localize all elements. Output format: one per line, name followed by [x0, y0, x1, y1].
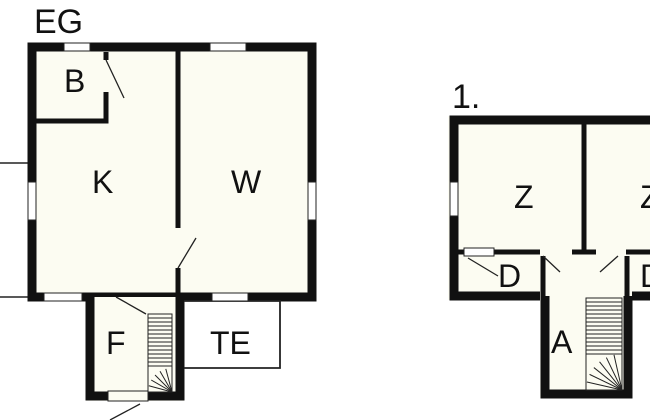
ground-doors — [105, 59, 197, 420]
ground-floor: EG B K W F TE — [0, 3, 317, 420]
stair-winder-first-4 — [599, 361, 623, 391]
first-doors — [467, 255, 619, 277]
room-label-z2: Z — [640, 179, 650, 215]
door-k-f-swing — [115, 296, 147, 315]
stairs-ground — [147, 313, 173, 393]
first-main-floor — [448, 116, 650, 300]
window-k-bottom — [43, 292, 83, 302]
window-b-top — [63, 42, 91, 52]
stair-winder-ground-2 — [150, 379, 173, 393]
stairs-ground-steps — [148, 317, 173, 393]
corridor-a-wall — [540, 296, 633, 399]
stair-winder-ground-5 — [165, 368, 173, 393]
room-label-d1: D — [498, 258, 521, 294]
door-k-w-swing — [177, 237, 197, 269]
door-d1-swing — [467, 257, 499, 277]
room-label-k: K — [92, 164, 113, 200]
ground-main-floor — [28, 43, 316, 301]
window-k-left — [27, 181, 37, 221]
stairs-ground-box — [147, 313, 173, 393]
stair-winder-ground-1 — [148, 385, 173, 393]
floor-title-1: 1. — [452, 78, 480, 116]
door-entry-swing — [109, 403, 141, 420]
room-label-te: TE — [210, 325, 251, 361]
window-w-top — [209, 42, 247, 52]
door-z1-swing — [542, 255, 561, 273]
floor-title-eg: EG — [34, 3, 83, 41]
window-w-right — [307, 181, 317, 221]
stair-winder-first-2 — [589, 373, 623, 391]
stair-winder-first-1 — [586, 381, 623, 391]
stairs-first-steps — [586, 301, 623, 391]
window-w-bottom — [211, 292, 249, 302]
room-label-b: B — [64, 63, 85, 99]
stair-winder-first-3 — [593, 367, 623, 391]
stair-winder-first-6 — [613, 354, 623, 391]
stair-winder-first-5 — [605, 357, 623, 391]
room-label-z1: Z — [514, 179, 534, 215]
room-label-f: F — [106, 325, 126, 361]
window-z-left — [449, 181, 459, 217]
entry-door-gap — [107, 390, 149, 402]
room-label-d2: D — [640, 258, 650, 294]
stairs-first-box — [585, 297, 623, 391]
first-floor: 1. Z Z D D A — [448, 78, 650, 399]
window-d-left — [463, 247, 495, 257]
west-annex-outline — [0, 162, 28, 298]
door-z2-swing — [599, 255, 619, 273]
wall-b — [36, 92, 109, 124]
stair-winder-ground-4 — [159, 370, 173, 393]
room-label-w: W — [231, 164, 262, 200]
stair-winder-ground-3 — [154, 374, 173, 393]
ground-windows — [27, 42, 317, 302]
door-b-swing — [105, 59, 125, 99]
room-label-a: A — [551, 324, 573, 360]
stairs-first — [585, 297, 623, 391]
